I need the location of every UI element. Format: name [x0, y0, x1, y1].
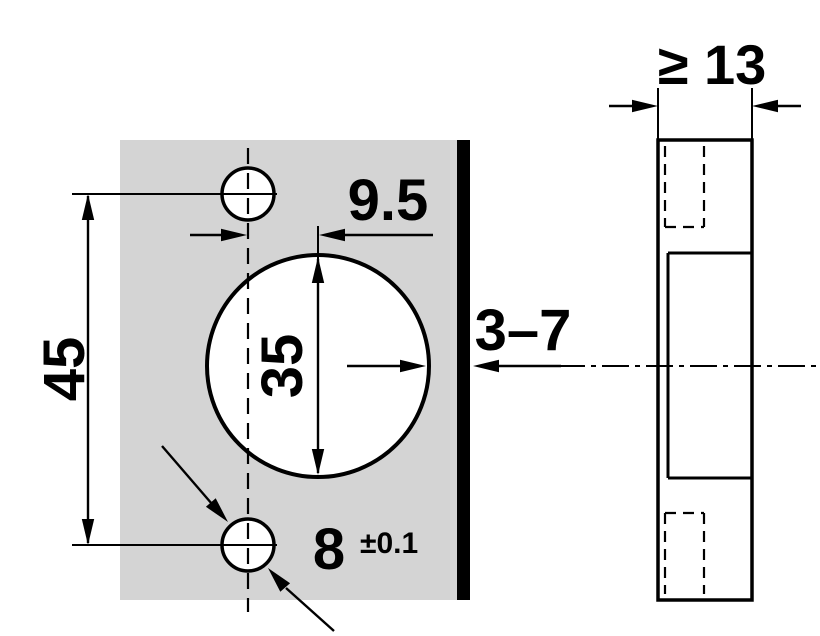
dim-35-arrow-up-icon [311, 257, 325, 283]
dim-45-arrow-down-icon [81, 519, 95, 545]
door-edge-band [457, 140, 470, 600]
dim-95-arrow-left-icon [319, 228, 345, 242]
dim-37-arrow-right-icon [400, 359, 426, 373]
dim-95-label: 9.5 [348, 168, 429, 233]
dim-37-arrow-left-icon [473, 359, 499, 373]
dim-13-arrow-right-icon [632, 99, 658, 113]
dim-8-tolerance-label: ±0.1 [360, 527, 418, 560]
dim-8-arrow-upleft-icon [268, 568, 291, 592]
dim-8-leader-top [161, 445, 213, 505]
dim-35-arrow-down-icon [311, 449, 325, 475]
dim-45-label: 45 [32, 337, 97, 402]
dim-8-arrow-downright-icon [205, 498, 228, 522]
dim-8-label: 8 [313, 517, 345, 582]
dim-13-arrow-left-icon [752, 99, 778, 113]
dim-45-arrow-up-icon [81, 194, 95, 220]
dim-37-label: 3–7 [475, 298, 572, 363]
dim-8-leader-bottom [285, 587, 335, 632]
dim-95-arrow-right-icon [221, 228, 247, 242]
dim-35-label: 35 [250, 334, 315, 399]
dim-13-label: ≥ 13 [658, 33, 767, 96]
